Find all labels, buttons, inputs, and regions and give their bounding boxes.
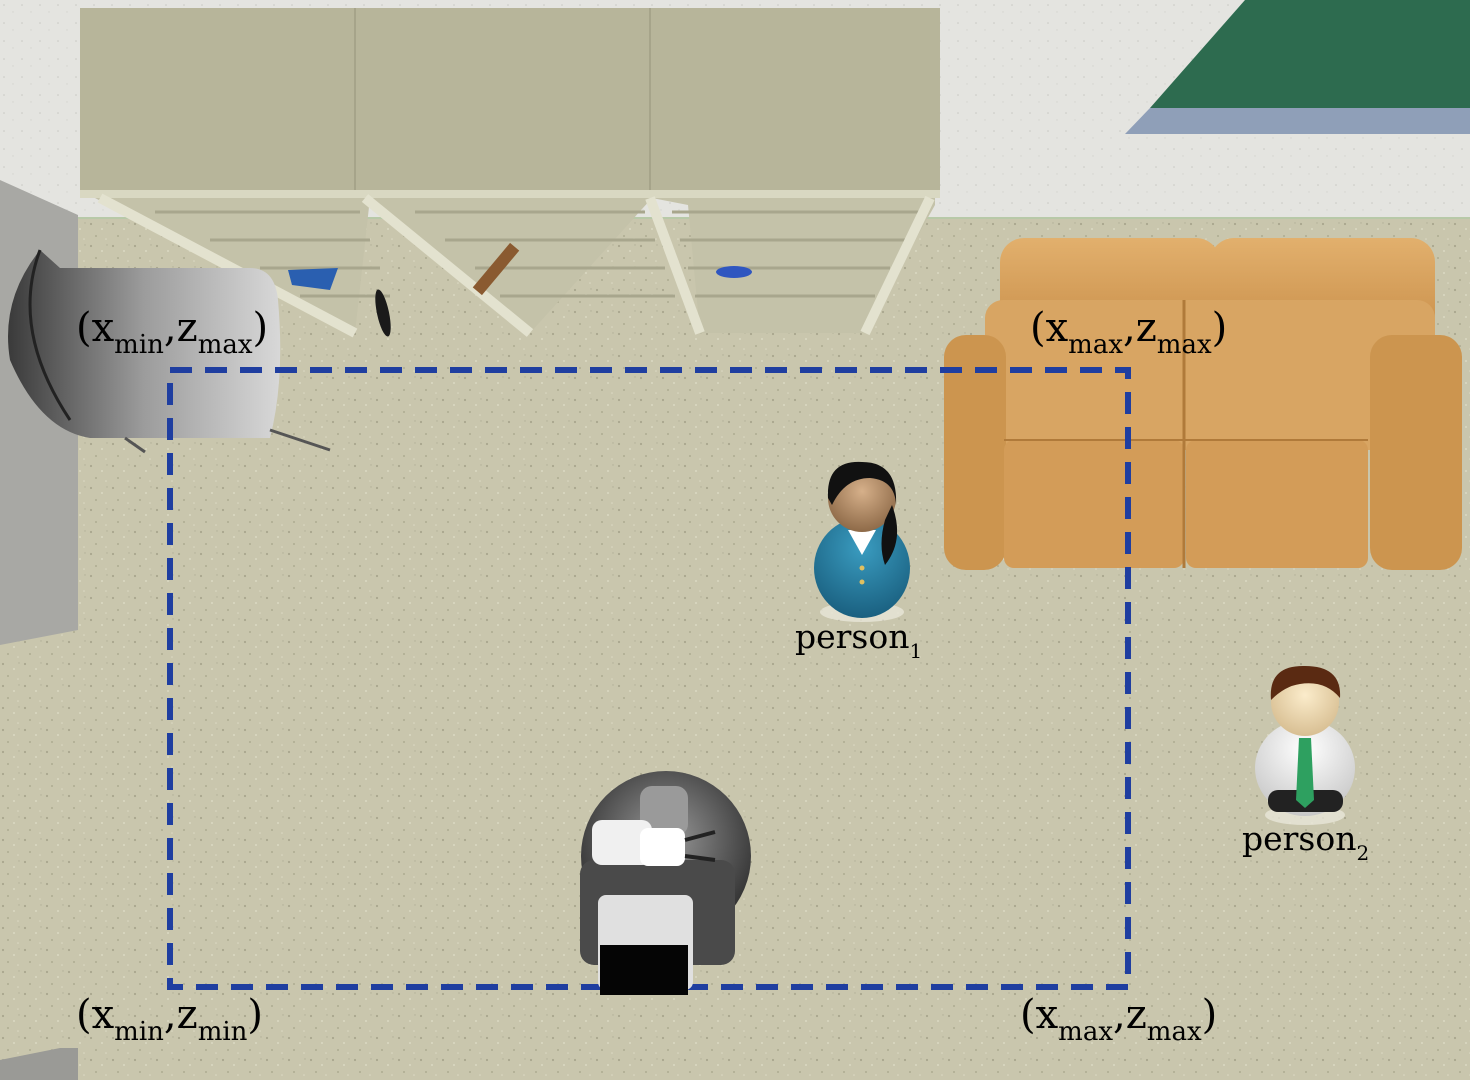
person-name: person: [795, 617, 910, 656]
label-sub: max: [1058, 1017, 1113, 1047]
label-part: (x: [76, 305, 115, 351]
label-sub: max: [1156, 330, 1212, 360]
robot-icon: [580, 771, 751, 995]
label-part: ): [1201, 992, 1218, 1038]
label-sub: min: [114, 1017, 164, 1047]
label-person-1: person1: [795, 617, 922, 661]
label-top-right-corner: (xmax,zmax): [1030, 305, 1228, 358]
boundary-rectangle: [167, 367, 1131, 990]
label-part: ,z: [1123, 305, 1157, 351]
label-part: ): [247, 992, 264, 1038]
label-person-2: person2: [1242, 819, 1369, 863]
person-female-icon: [814, 461, 910, 622]
label-bottom-right-corner: (xmax,zmax): [1020, 992, 1218, 1045]
label-part: ): [252, 305, 269, 351]
label-part: ): [1211, 305, 1228, 351]
label-sub: min: [197, 1017, 248, 1047]
chair-icon: [8, 249, 331, 454]
shelf-icon: [80, 8, 940, 338]
label-part: ,z: [1113, 992, 1147, 1038]
person-name: person: [1242, 819, 1357, 858]
label-part: (x: [1020, 992, 1059, 1038]
label-sub: min: [114, 330, 164, 360]
label-sub: max: [197, 330, 253, 360]
label-part: (x: [1030, 305, 1069, 351]
person-index: 1: [909, 639, 923, 663]
label-part: ,z: [163, 305, 198, 351]
sofa-icon: [944, 238, 1462, 570]
label-top-left-corner: (xmin,zmax): [76, 305, 269, 358]
label-part: ,z: [163, 992, 198, 1038]
label-bottom-left-corner: (xmin,zmin): [76, 992, 264, 1045]
rug: [1150, 0, 1470, 108]
person-male-icon: [1255, 665, 1355, 825]
person-index: 2: [1356, 841, 1370, 865]
label-part: (x: [76, 992, 115, 1038]
label-sub: max: [1146, 1017, 1202, 1047]
label-sub: max: [1068, 330, 1123, 360]
